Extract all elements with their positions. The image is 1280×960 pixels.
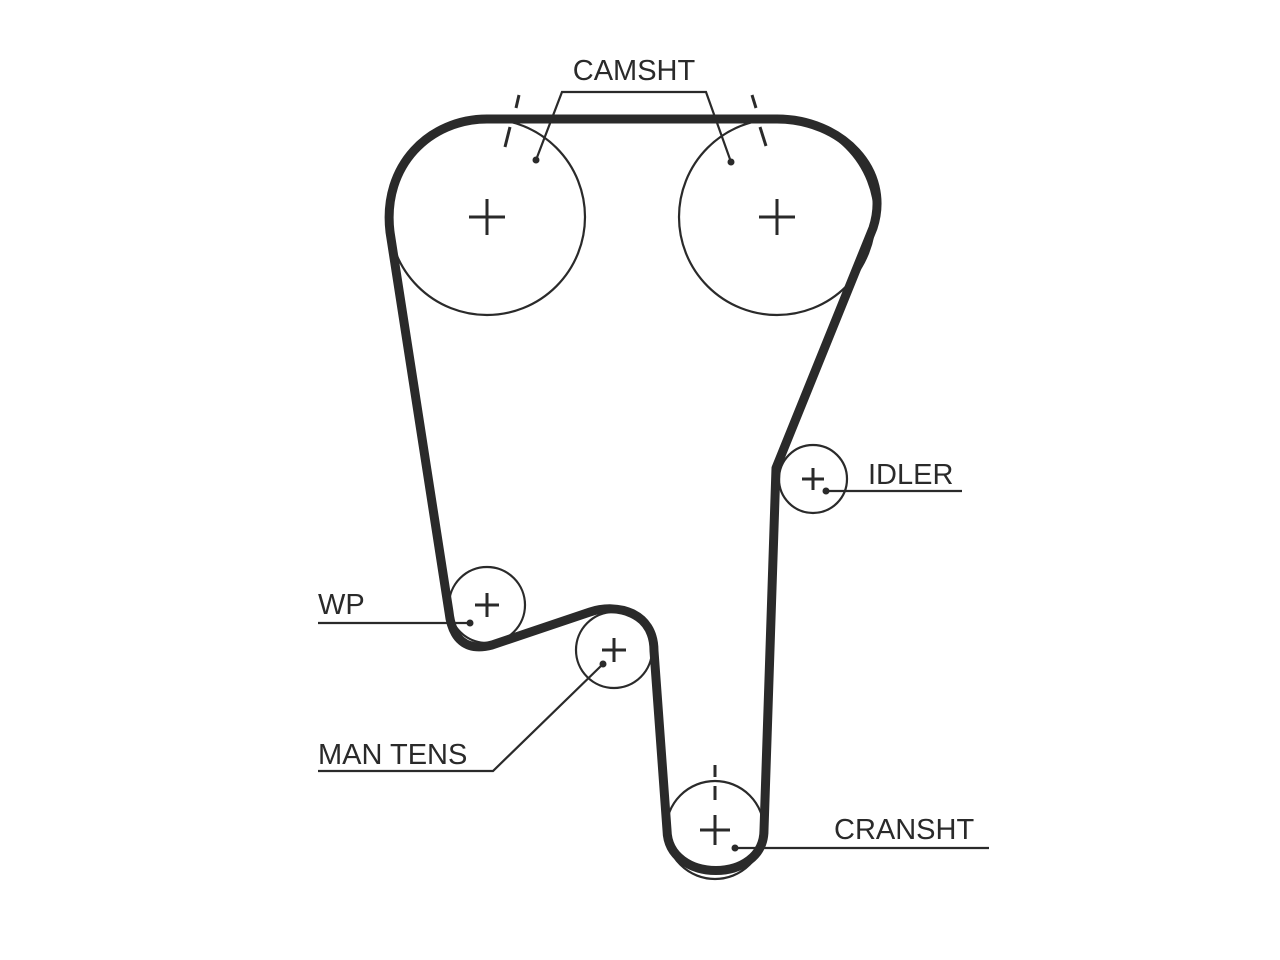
camshaft-label: CAMSHT: [573, 55, 696, 87]
camshaft-left-timing-mark: [503, 94, 521, 148]
idler-label: IDLER: [868, 459, 953, 491]
water-pump-leader: [318, 619, 474, 627]
crankshaft-label: CRANSHT: [834, 814, 974, 846]
timing-belt: [384, 114, 882, 875]
crankshaft-center-cross: [700, 815, 730, 845]
idler-center-cross: [802, 468, 824, 490]
manual-tensioner-label: MAN TENS: [318, 739, 467, 771]
camshaft-leader: [532, 90, 735, 166]
water-pump-label: WP: [318, 589, 365, 621]
idler-leader: [822, 487, 962, 495]
crankshaft-leader: [731, 844, 989, 852]
tensioner-center-cross: [602, 638, 626, 662]
water-pump-center-cross: [475, 593, 499, 617]
manual-tensioner-leader: [318, 660, 607, 773]
camshaft-right-timing-mark: [750, 94, 768, 147]
camshaft-left-center-cross: [469, 199, 505, 235]
camshaft-right-center-cross: [759, 199, 795, 235]
